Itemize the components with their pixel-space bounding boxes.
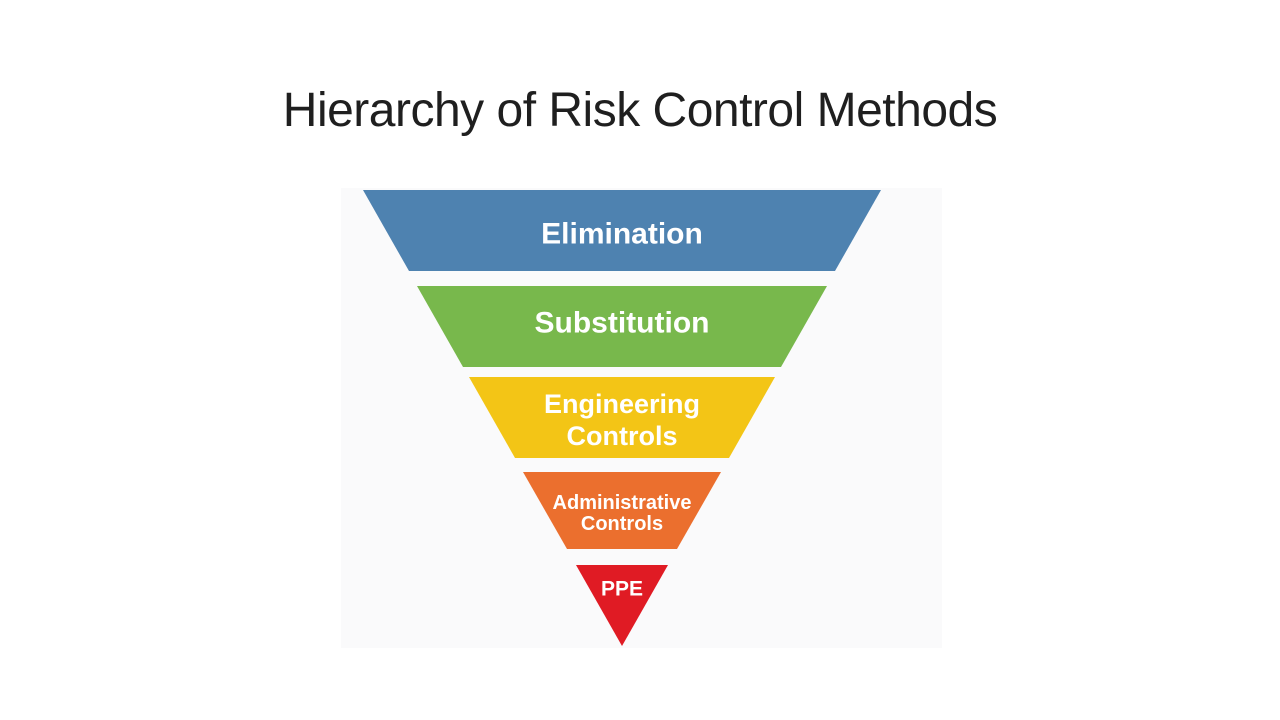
pyramid-label-engineering-controls-line2: Controls bbox=[567, 421, 678, 451]
pyramid-level-ppe bbox=[576, 565, 668, 646]
pyramid-level-administrative-controls bbox=[523, 472, 721, 549]
hierarchy-pyramid-figure: Elimination Substitution Engineering Con… bbox=[341, 188, 942, 648]
pyramid-svg: Elimination Substitution Engineering Con… bbox=[363, 190, 881, 646]
pyramid-label-elimination: Elimination bbox=[541, 218, 703, 251]
pyramid-level-engineering-controls bbox=[469, 377, 775, 458]
pyramid-label-administrative-controls-line2: Controls bbox=[581, 513, 663, 535]
slide-title: Hierarchy of Risk Control Methods bbox=[282, 83, 998, 137]
pyramid-label-ppe: PPE bbox=[601, 578, 643, 601]
pyramid-label-engineering: Engineering bbox=[544, 389, 700, 419]
pyramid-label-substitution: Substitution bbox=[535, 307, 710, 340]
pyramid-label-administrative: Administrative bbox=[553, 492, 692, 514]
pyramid-level-elimination bbox=[363, 190, 881, 271]
pyramid-level-substitution bbox=[417, 286, 827, 367]
